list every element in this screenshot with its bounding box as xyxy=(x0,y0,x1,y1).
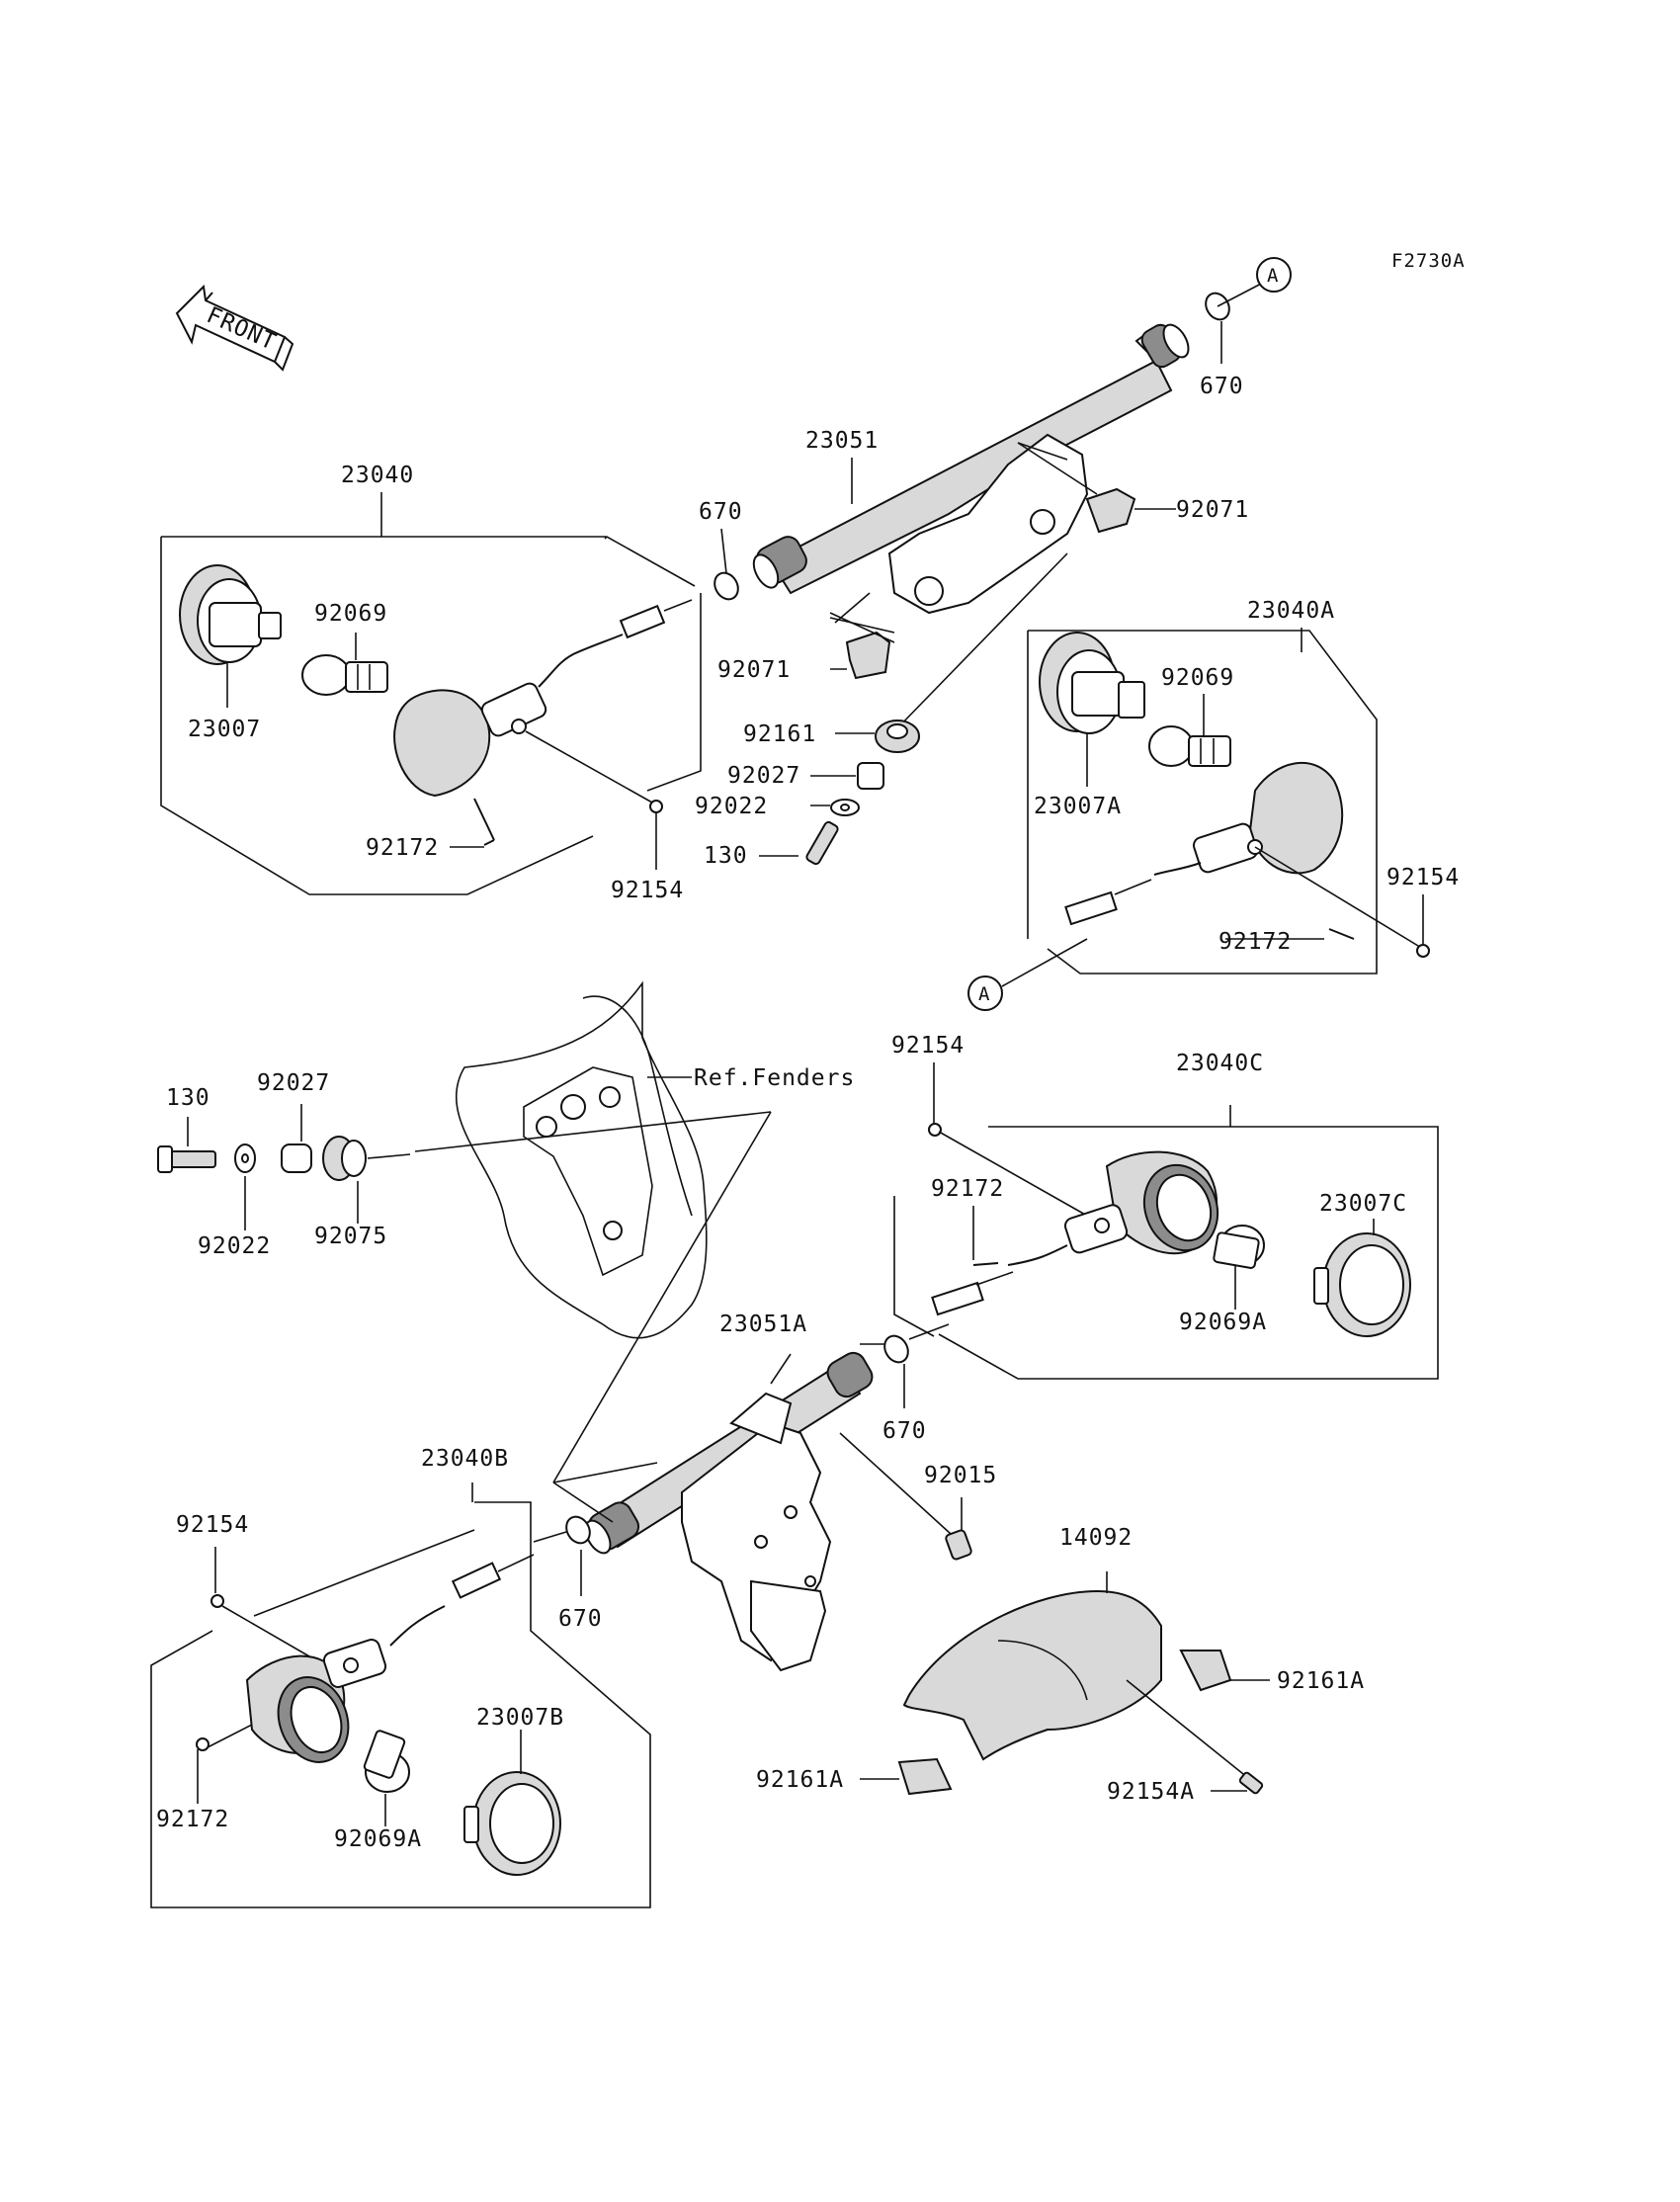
connector-marker-a-bottom: A xyxy=(967,975,1003,1011)
callout-23051a: 23051A xyxy=(719,1312,807,1337)
connector-marker-a-top: A xyxy=(1256,257,1292,293)
callout-23007b: 23007B xyxy=(476,1705,564,1731)
front-direction-arrow: FRONT xyxy=(175,284,294,372)
turn-signal-23040C xyxy=(928,1123,1411,1337)
mount-hardware-left xyxy=(157,1104,411,1230)
callout-670: 670 xyxy=(882,1418,927,1444)
assembly-23040-frame xyxy=(160,536,702,895)
o-ring-670 xyxy=(714,571,739,601)
clamp-92015 xyxy=(839,1432,972,1561)
ref-fenders-label: Ref.Fenders xyxy=(694,1065,855,1091)
connector-marker-label: A xyxy=(1267,265,1279,287)
o-ring-670-low xyxy=(565,1515,591,1545)
callout-23040c: 23040C xyxy=(1176,1051,1264,1076)
figure-code: F2730A xyxy=(1391,250,1466,272)
callout-92071: 92071 xyxy=(1176,497,1249,523)
stay-23051A xyxy=(552,1343,899,1672)
callout-92069a: 92069A xyxy=(334,1826,422,1852)
cover-14092 xyxy=(860,1571,1270,1796)
callout-92161: 92161 xyxy=(743,721,816,747)
turn-signal-23040B xyxy=(196,1547,561,1876)
callout-23051: 23051 xyxy=(805,428,879,454)
assembly-23040B-frame xyxy=(150,1482,651,1908)
callout-670: 670 xyxy=(558,1606,603,1632)
callout-92172: 92172 xyxy=(366,835,439,861)
callout-92154a: 92154A xyxy=(1107,1779,1195,1805)
callout-92161a: 92161A xyxy=(756,1767,844,1793)
callout-92071: 92071 xyxy=(717,657,791,683)
callout-92069: 92069 xyxy=(314,601,387,627)
callout-92022: 92022 xyxy=(695,794,768,819)
fender-reference xyxy=(414,980,772,1483)
callout-92022: 92022 xyxy=(198,1233,271,1259)
callout-92015: 92015 xyxy=(924,1463,997,1488)
clip-92071 xyxy=(829,487,1176,680)
callout-23040: 23040 xyxy=(341,463,414,488)
callout-14092: 14092 xyxy=(1059,1525,1133,1551)
stay-23051 xyxy=(752,323,1190,732)
callout-92069: 92069 xyxy=(1161,665,1234,691)
callout-92154: 92154 xyxy=(611,878,684,903)
callout-670: 670 xyxy=(699,499,743,525)
o-ring-670-mid xyxy=(883,1334,909,1364)
callout-130: 130 xyxy=(166,1085,210,1111)
assembly-23040A-frame xyxy=(1027,630,1378,974)
callout-670: 670 xyxy=(1200,374,1244,399)
callout-92172: 92172 xyxy=(931,1176,1004,1202)
callout-92075: 92075 xyxy=(314,1224,387,1249)
callout-23007c: 23007C xyxy=(1319,1191,1407,1217)
front-label: FRONT xyxy=(203,302,280,356)
callout-labels: 23040 92069 23007 92172 92154 670 23051 … xyxy=(156,321,1460,1852)
connector-marker-label: A xyxy=(978,983,990,1005)
assembly-23040C-frame xyxy=(893,1105,1439,1380)
callout-23040a: 23040A xyxy=(1247,598,1335,624)
turn-signal-23040A xyxy=(1039,632,1430,958)
callout-92161a: 92161A xyxy=(1277,1668,1365,1694)
grommet-stack xyxy=(759,720,920,866)
callout-92154: 92154 xyxy=(891,1033,965,1059)
callout-23007: 23007 xyxy=(188,717,261,742)
callout-92154: 92154 xyxy=(176,1512,249,1538)
turn-signal-23040 xyxy=(179,564,693,846)
callout-92172: 92172 xyxy=(1218,929,1292,955)
callout-23007a: 23007A xyxy=(1034,794,1122,819)
callout-92172: 92172 xyxy=(156,1807,229,1832)
callout-23040b: 23040B xyxy=(421,1446,509,1472)
callout-92154: 92154 xyxy=(1386,865,1460,890)
callout-130: 130 xyxy=(704,843,748,869)
callout-92027: 92027 xyxy=(257,1070,330,1096)
callout-92027: 92027 xyxy=(727,763,800,789)
callout-92069a: 92069A xyxy=(1179,1310,1267,1335)
